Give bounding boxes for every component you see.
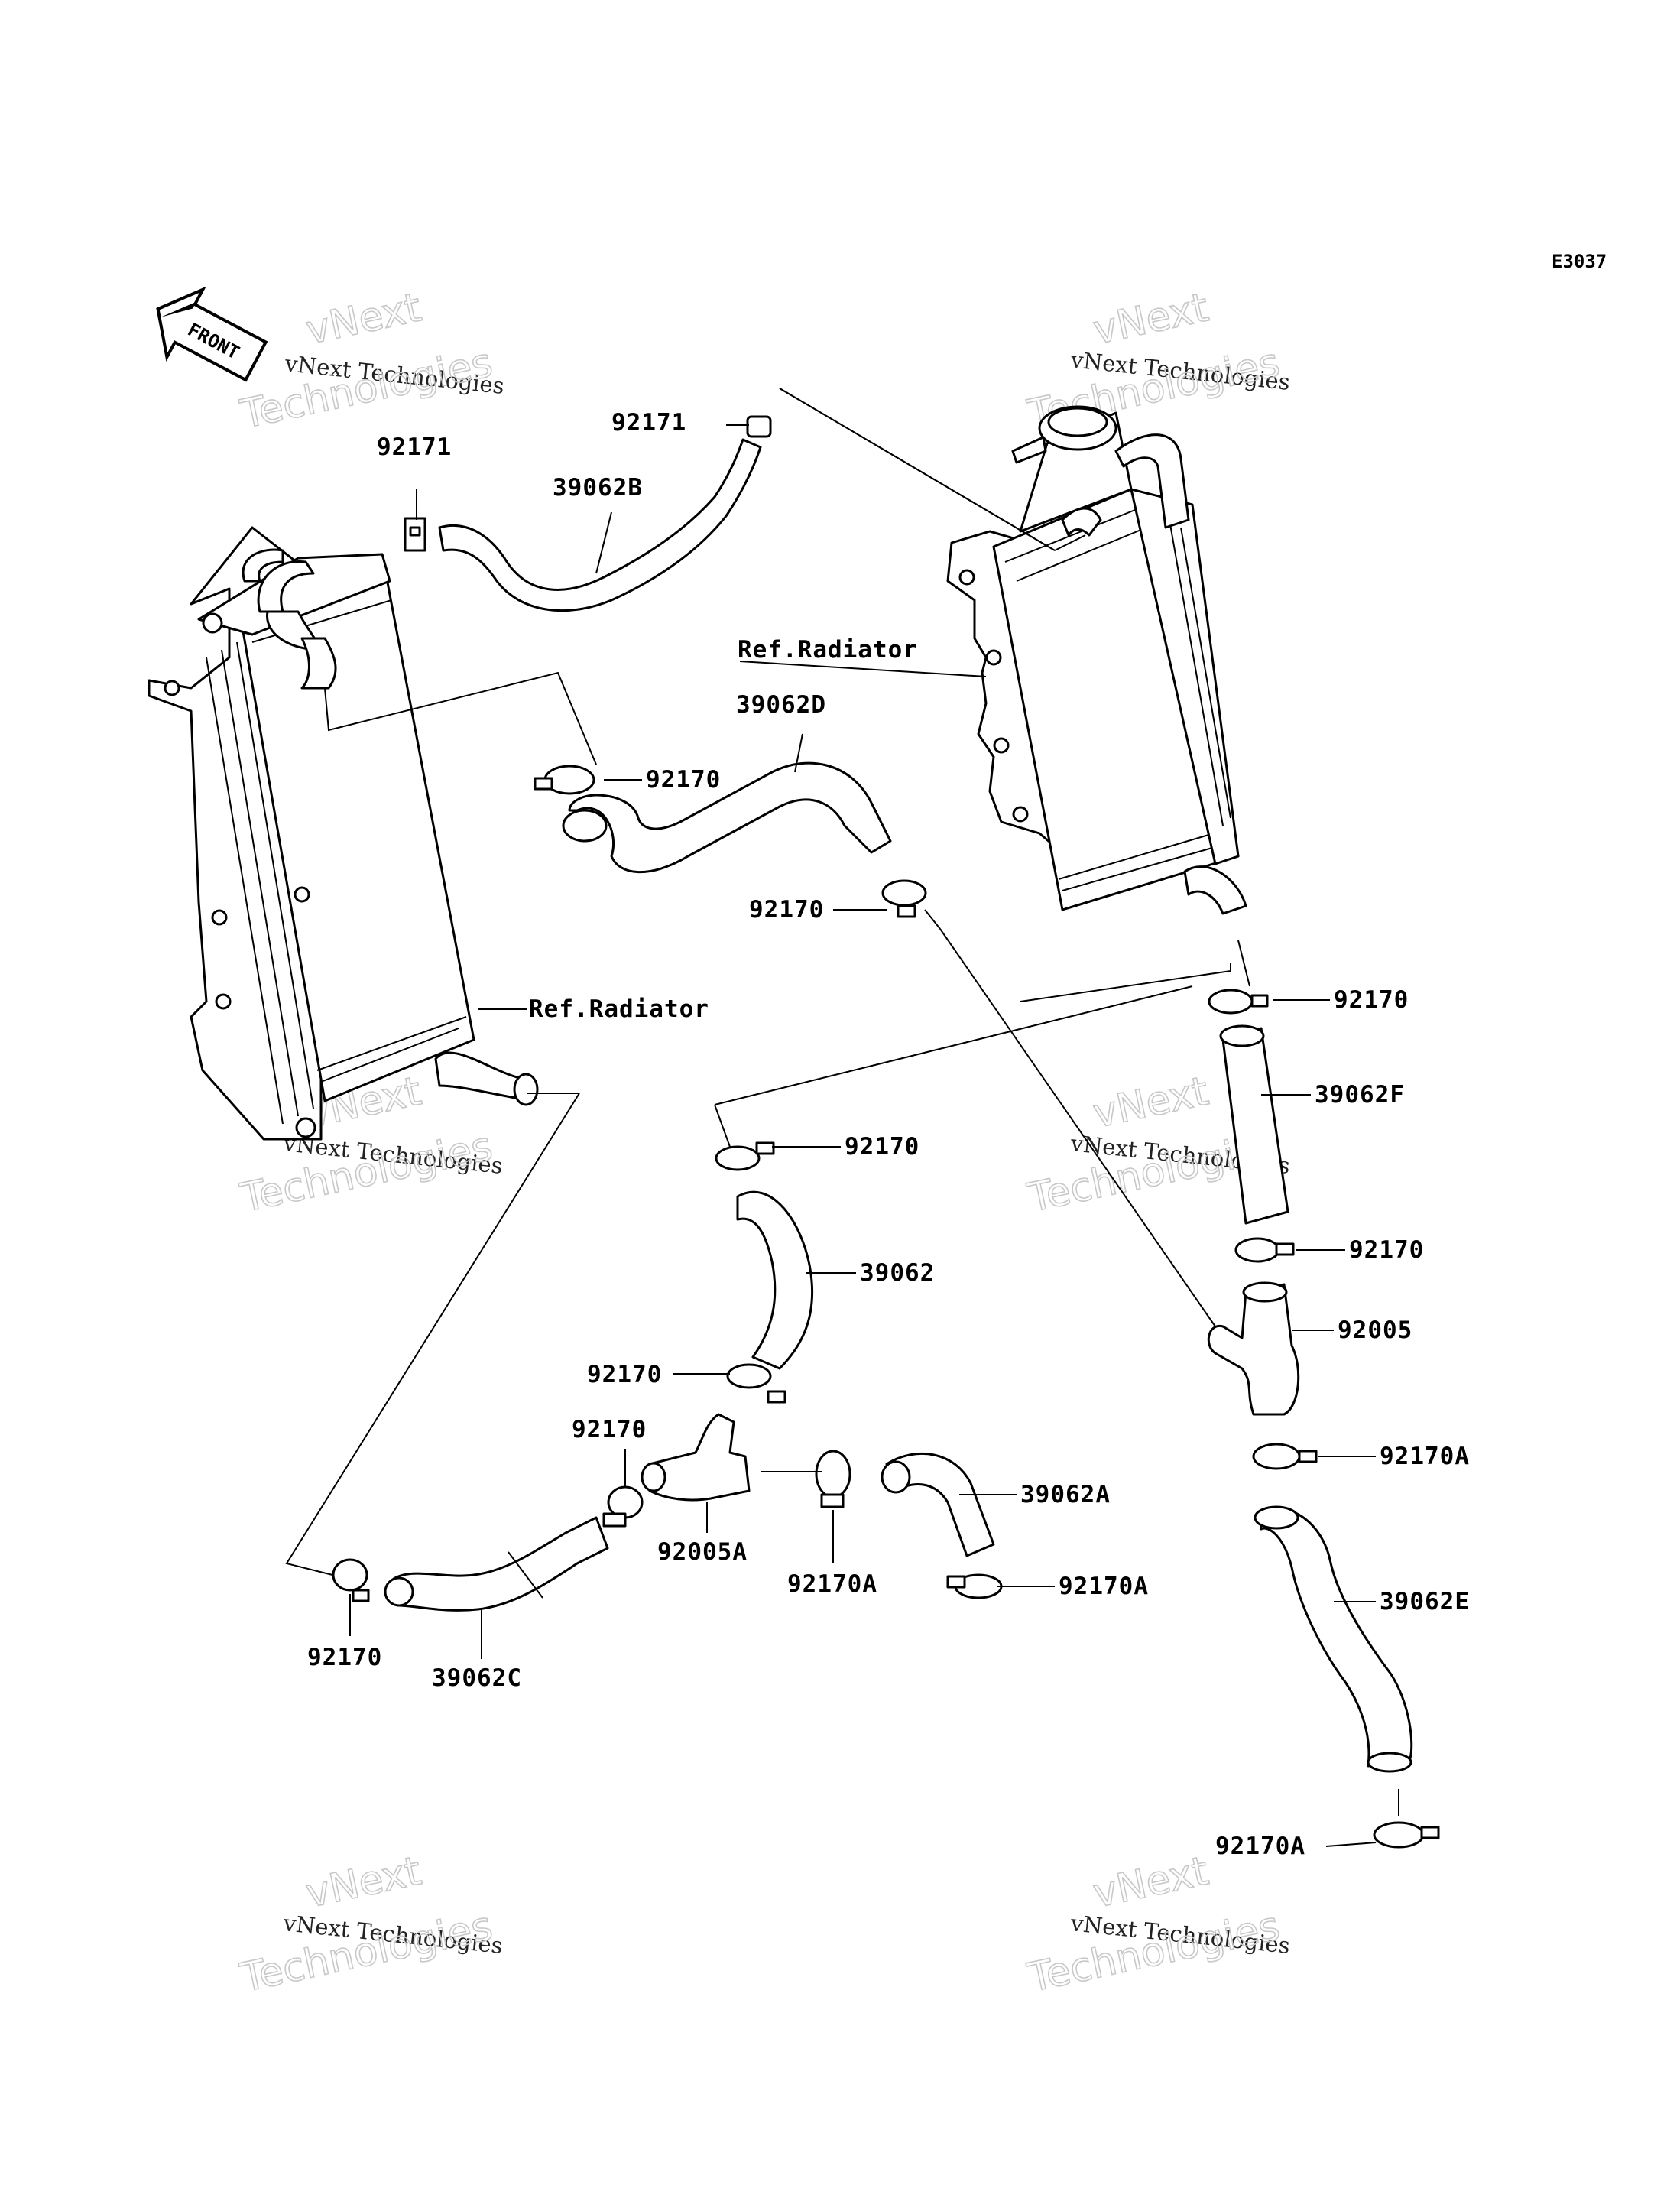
label-92171-top: 92171 (611, 409, 686, 437)
svg-text:vNext: vNext (302, 284, 425, 353)
clamp-92170-bottom-left (332, 1558, 370, 1602)
watermark-top-right: vNext vNext Technologies Technologies (1023, 284, 1291, 439)
clamp-92170-right-top (1208, 989, 1269, 1015)
right-radiator-drawing (946, 405, 1247, 915)
clamp-92170-upper (534, 765, 595, 795)
fitting-92005 (1207, 1283, 1300, 1416)
svg-text:vNext: vNext (1089, 284, 1212, 353)
clamp-92170-right-mid (1234, 1237, 1295, 1263)
label-92170A-mid: 92170A (787, 1570, 877, 1598)
hose-39062B (438, 438, 762, 612)
hose-39062E (1260, 1508, 1413, 1768)
clamp-92171-left (404, 517, 426, 552)
label-92170-bottom-left: 92170 (307, 1644, 382, 1671)
hose-39062D (568, 761, 892, 874)
label-92170-mid: 92170 (749, 896, 824, 924)
watermark-bottom-left: vNext vNext Technologies Technologies (235, 1848, 504, 2002)
label-39062: 39062 (860, 1259, 935, 1287)
label-92170A-right: 92170A (1380, 1443, 1470, 1470)
hose-39062A (885, 1452, 995, 1557)
left-radiator-drawing (148, 526, 539, 1141)
clamp-92170-mid (881, 879, 927, 918)
watermark-top-left: vNext vNext Technologies Technologies (235, 284, 505, 439)
svg-text:vNext: vNext (302, 1848, 425, 1917)
clamp-92170-lower-a (726, 1363, 786, 1404)
label-92170-upper: 92170 (646, 766, 721, 794)
clamp-92171-top (746, 415, 772, 438)
label-39062F: 39062F (1315, 1081, 1405, 1109)
clamp-92170A-right (1252, 1443, 1318, 1470)
label-92171-left: 92171 (377, 433, 452, 461)
clamp-92170-lower-b (602, 1485, 644, 1528)
label-ref-radiator-left: Ref.Radiator (529, 995, 709, 1023)
leader-lines (285, 388, 1399, 1847)
clamp-92170A-lower (946, 1573, 1003, 1599)
label-92170-right-top: 92170 (1334, 986, 1409, 1014)
label-39062B: 39062B (553, 474, 643, 502)
label-92170A-lower: 92170A (1059, 1573, 1149, 1600)
hose-39062F (1221, 1027, 1289, 1225)
label-39062A: 39062A (1020, 1481, 1111, 1508)
hose-39062C (392, 1516, 609, 1612)
svg-text:vNext: vNext (1089, 1848, 1212, 1917)
label-92005: 92005 (1338, 1317, 1412, 1344)
label-92170-lower-a: 92170 (587, 1361, 662, 1388)
hose-39062 (736, 1190, 814, 1370)
svg-text:Technologies: Technologies (236, 340, 496, 438)
clamp-92170A-mid (815, 1450, 851, 1508)
front-arrow-icon: FRONT (156, 286, 268, 382)
label-92005A: 92005A (657, 1538, 748, 1566)
clamp-92170-center (715, 1141, 775, 1171)
label-92170A-bottom: 92170A (1215, 1833, 1305, 1860)
svg-text:vNext: vNext (1089, 1068, 1212, 1137)
label-39062D: 39062D (736, 691, 826, 719)
label-92170-right-mid: 92170 (1349, 1236, 1424, 1264)
label-92170-lower-b: 92170 (572, 1416, 647, 1443)
label-ref-radiator-right: Ref.Radiator (738, 636, 918, 664)
label-92170-center: 92170 (845, 1133, 919, 1161)
fitting-92005A (648, 1413, 751, 1502)
label-39062C: 39062C (432, 1664, 522, 1692)
watermark-bottom-right: vNext vNext Technologies Technologies (1023, 1848, 1291, 2002)
clamp-92170A-bottom (1373, 1821, 1440, 1849)
diagram-code: E3037 (1552, 251, 1607, 272)
label-39062E: 39062E (1380, 1588, 1470, 1615)
